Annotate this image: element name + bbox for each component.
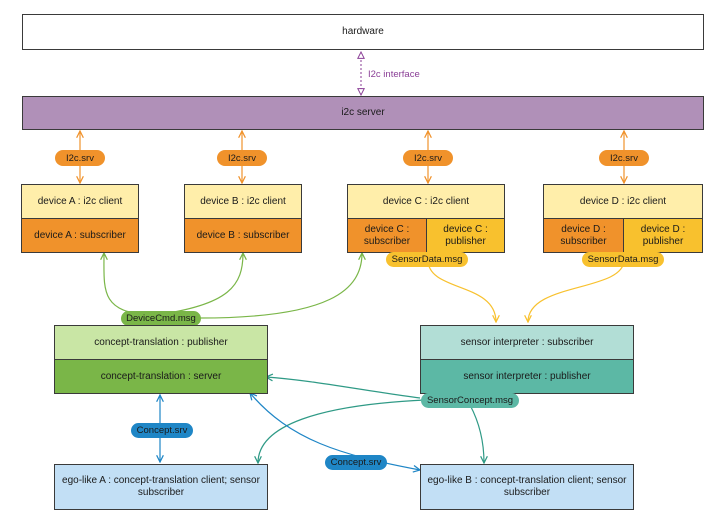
concept-srv-pill-b: Concept.srv [325,455,387,470]
device-cmd-pill: DeviceCmd.msg [121,311,201,326]
sensor-interpreter-subscriber: sensor interpreter : subscriber [420,325,634,360]
device-b-client-label: device B : i2c client [200,195,286,207]
concept-srv-line-b [250,393,420,470]
device-a-client: device A : i2c client [21,184,139,219]
i2c-srv-pill-d: I2c.srv [599,150,649,166]
sensor-data-label: SensorData.msg [587,254,659,265]
concept-translation-publisher-label: concept-translation : publisher [94,336,228,348]
i2c-interface-label: I2c interface [368,69,420,80]
device-b-client: device B : i2c client [184,184,302,219]
i2c-srv-pill-b: I2c.srv [217,150,267,166]
device-c-publisher-label: device C : publisher [443,223,488,247]
device-d-subscriber: device D : subscriber [543,218,624,253]
i2c-srv-label: I2c.srv [610,152,638,164]
device-b-subscriber-label: device B : subscriber [196,229,290,241]
sensor-interpreter-publisher: sensor interpreter : publisher [420,359,634,394]
device-b-subscriber: device B : subscriber [184,218,302,253]
device-c-publisher: device C : publisher [426,218,505,253]
concept-translation-server-label: concept-translation : server [100,370,222,382]
i2c-srv-label: I2c.srv [228,152,256,164]
device-d-publisher: device D : publisher [623,218,703,253]
concept-srv-label: Concept.srv [330,457,382,468]
ego-like-a-label: ego-like A : concept-translation client;… [62,475,260,498]
sensor-concept-label: SensorConcept.msg [426,395,514,406]
device-cmd-label: DeviceCmd.msg [126,313,196,324]
device-cmd-line-a [104,253,151,316]
hardware-label: hardware [342,26,384,37]
sensor-data-line-d [528,259,625,322]
device-d-client: device D : i2c client [543,184,703,219]
device-d-publisher-label: device D : publisher [640,223,686,247]
i2c-srv-label: I2c.srv [414,152,442,164]
i2c-server-box: i2c server [22,96,704,130]
sensor-data-pill-c: SensorData.msg [386,252,468,267]
sensor-data-pill-d: SensorData.msg [582,252,664,267]
sensor-concept-pill: SensorConcept.msg [421,393,519,408]
device-c-subscriber: device C : subscriber [347,218,427,253]
ego-like-b-box: ego-like B : concept-translation client;… [420,464,634,510]
concept-translation-publisher: concept-translation : publisher [54,325,268,360]
ego-like-a-box: ego-like A : concept-translation client;… [54,464,268,510]
sensor-concept-line-ego-a [258,399,426,463]
device-c-client-label: device C : i2c client [382,195,470,207]
concept-srv-pill-a: Concept.srv [131,423,193,438]
device-c-subscriber-label: device C : subscriber [363,223,411,247]
sensor-concept-line-server [266,377,421,399]
device-c-client: device C : i2c client [347,184,505,219]
sensor-data-label: SensorData.msg [391,254,463,265]
sensor-data-line-c [427,259,496,322]
sensor-interpreter-publisher-label: sensor interpreter : publisher [463,370,591,382]
device-cmd-line-b [154,253,243,316]
i2c-srv-pill-a: I2c.srv [55,150,105,166]
device-d-client-label: device D : i2c client [579,195,667,207]
i2c-server-label: i2c server [341,107,385,118]
hardware-box: hardware [22,14,704,50]
device-a-subscriber-label: device A : subscriber [34,229,126,241]
i2c-srv-pill-c: I2c.srv [403,150,453,166]
concept-translation-server: concept-translation : server [54,359,268,394]
device-d-subscriber-label: device D : subscriber [560,223,607,247]
device-a-subscriber: device A : subscriber [21,218,139,253]
ego-like-b-label: ego-like B : concept-translation client;… [427,475,627,498]
concept-srv-label: Concept.srv [136,425,188,436]
device-a-client-label: device A : i2c client [37,195,123,207]
device-cmd-line-c [199,253,362,319]
sensor-interpreter-subscriber-label: sensor interpreter : subscriber [460,336,594,348]
i2c-srv-label: I2c.srv [66,152,94,164]
sensor-concept-line-ego-b [469,404,484,463]
